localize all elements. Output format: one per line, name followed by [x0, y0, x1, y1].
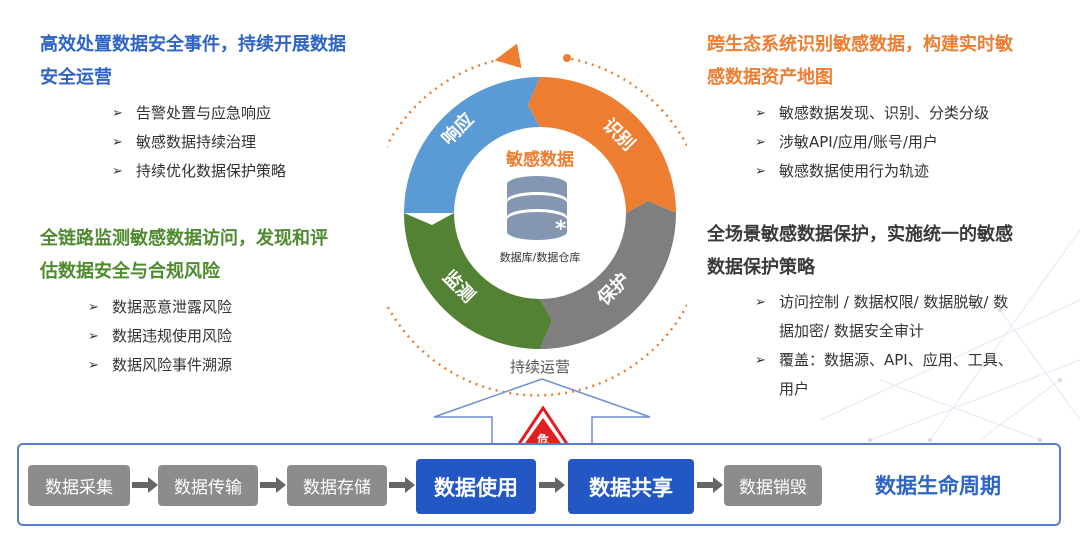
step-transfer: 数据传输 — [158, 465, 258, 506]
list-item: 告警处置与应急响应 — [112, 99, 390, 128]
left-top-heading: 高效处置数据安全事件，持续开展数据 安全运营 — [40, 34, 346, 88]
center-subtitle: 数据库/数据仓库 — [500, 250, 581, 264]
segment-respond — [404, 77, 540, 213]
arrow-right-icon — [697, 477, 723, 493]
segment-protect — [540, 201, 676, 349]
left-bottom-list: 数据恶意泄露风险 数据违规使用风险 数据风险事件溯源 — [88, 293, 390, 380]
center-title: 敏感数据 — [505, 149, 574, 170]
list-item: 持续优化数据保护策略 — [112, 157, 390, 186]
list-item: 数据违规使用风险 — [88, 322, 390, 351]
arrow-right-icon — [132, 477, 158, 493]
bottom-label: 持续运营 — [510, 358, 570, 376]
right-bottom-heading: 全场景敏感数据保护，实施统一的敏感 数据保护策略 — [707, 224, 1013, 278]
step-share: 数据共享 — [568, 459, 694, 514]
right-top-block: 跨生态系统识别敏感数据，构建实时敏 感数据资产地图 敏感数据发现、识别、分类分级… — [707, 28, 1067, 186]
lifecycle-title: 数据生命周期 — [875, 474, 1001, 498]
arrow-right-icon — [389, 477, 415, 493]
step-destroy: 数据销毁 — [724, 465, 822, 506]
cycle-diagram: 响应 识别 保护 监测 敏感数据 ** 数据库/数据仓库 持续运营 — [387, 43, 687, 397]
segment-monitor — [404, 213, 552, 349]
list-item: 敏感数据持续治理 — [112, 128, 390, 157]
left-bottom-heading: 全链路监测敏感数据访问，发现和评 估数据安全与合规风险 — [40, 228, 328, 282]
list-item: 覆盖：数据源、API、应用、工具、 用户 — [755, 346, 1067, 404]
right-top-heading: 跨生态系统识别敏感数据，构建实时敏 感数据资产地图 — [707, 34, 1013, 88]
arrow-right-icon — [260, 477, 286, 493]
step-collect: 数据采集 — [28, 465, 130, 506]
list-item: 数据恶意泄露风险 — [88, 293, 390, 322]
list-item: 数据风险事件溯源 — [88, 351, 390, 380]
svg-text:**: ** — [555, 217, 579, 242]
right-bottom-block: 全场景敏感数据保护，实施统一的敏感 数据保护策略 访问控制 / 数据权限/ 数据… — [707, 218, 1067, 404]
step-use: 数据使用 — [416, 459, 536, 514]
upward-arrow-outline — [433, 378, 651, 443]
list-item: 访问控制 / 数据权限/ 数据脱敏/ 数 据加密/ 数据安全审计 — [755, 288, 1067, 346]
arc-end-dot — [563, 54, 571, 62]
step-store: 数据存储 — [287, 465, 387, 506]
list-item: 敏感数据发现、识别、分类分级 — [755, 99, 1067, 128]
list-item: 敏感数据使用行为轨迹 — [755, 157, 1067, 186]
list-item: 涉敏API/应用/账号/用户 — [755, 128, 1067, 157]
left-top-block: 高效处置数据安全事件，持续开展数据 安全运营 告警处置与应急响应 敏感数据持续治… — [40, 28, 390, 186]
left-bottom-block: 全链路监测敏感数据访问，发现和评 估数据安全与合规风险 数据恶意泄露风险 数据违… — [40, 222, 390, 380]
left-top-list: 告警处置与应急响应 敏感数据持续治理 持续优化数据保护策略 — [112, 99, 390, 186]
database-icon: ** — [507, 176, 579, 242]
right-top-list: 敏感数据发现、识别、分类分级 涉敏API/应用/账号/用户 敏感数据使用行为轨迹 — [755, 99, 1067, 186]
arrow-right-icon — [539, 477, 565, 493]
right-bottom-list: 访问控制 / 数据权限/ 数据脱敏/ 数 据加密/ 数据安全审计 覆盖：数据源、… — [755, 288, 1067, 404]
segment-identify — [528, 77, 676, 213]
